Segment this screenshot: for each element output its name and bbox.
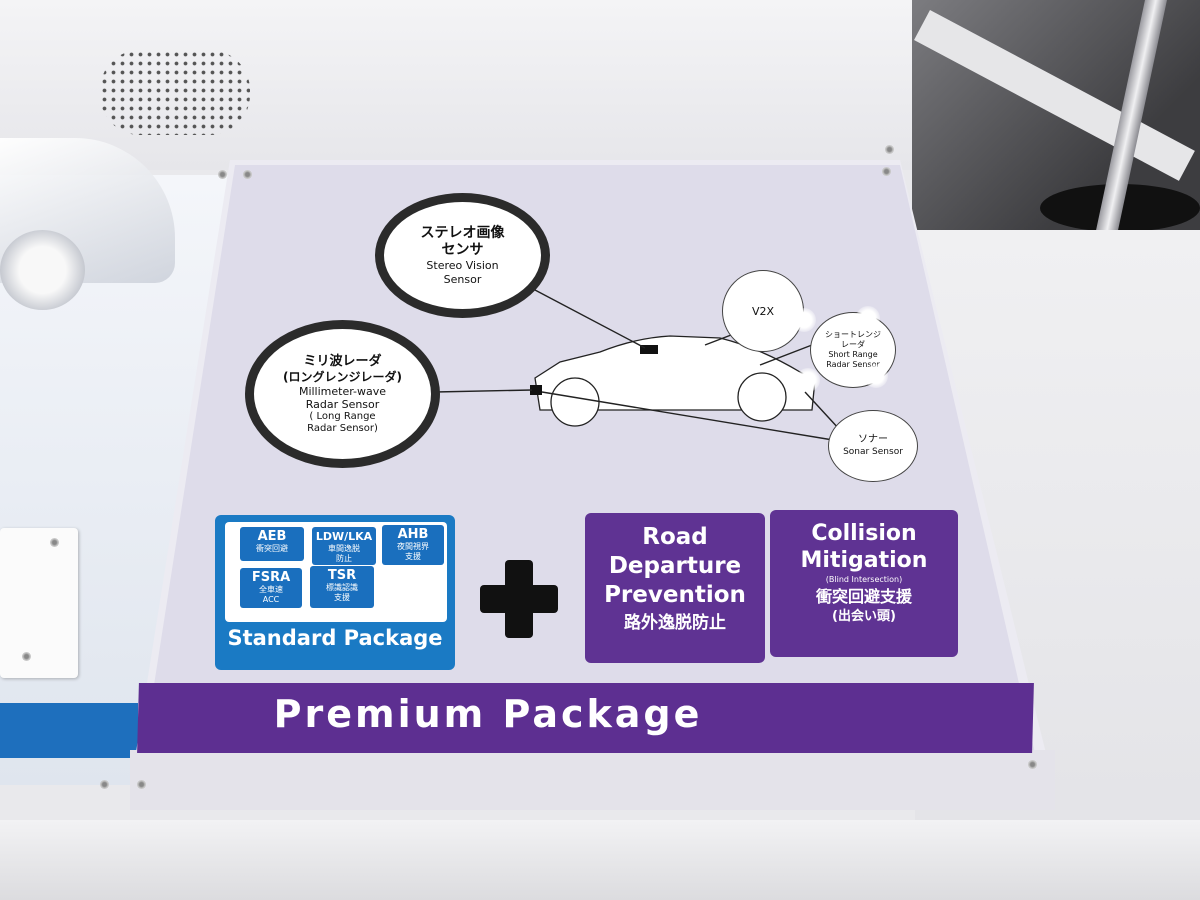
- stereo-en-1: Stereo Vision: [426, 258, 499, 272]
- tsr-tile: TSR 標識認識 支援: [310, 566, 374, 608]
- collision-jp-2: (出会い頭): [832, 609, 896, 624]
- fsra-sub2: ACC: [262, 595, 280, 604]
- radar-marker: [530, 385, 542, 395]
- short-range-jp-1: ショートレンジ: [825, 330, 881, 339]
- short-range-en-1: Short Range: [828, 350, 878, 359]
- short-range-en-2: Radar Sensor: [826, 360, 880, 369]
- stereo-jp-1: ステレオ画像: [420, 224, 505, 241]
- v2x-bubble: V2X: [722, 270, 804, 352]
- aeb-tile: AEB 衝突回避: [240, 527, 304, 561]
- stereo-vision-bubble: ステレオ画像 センサ Stereo Vision Sensor: [375, 193, 550, 318]
- radar-jp-2: (ロングレンジレーダ): [283, 369, 402, 384]
- screw: [1028, 760, 1037, 769]
- road-departure-box: Road Departure Prevention 路外逸脱防止: [585, 513, 765, 663]
- aeb-sub: 衝突回避: [256, 544, 288, 553]
- leader-lines: [434, 289, 841, 441]
- car-outline: [534, 335, 816, 427]
- screw: [50, 538, 59, 547]
- road-departure-line1: Road: [642, 524, 708, 550]
- ahb-tile: AHB 夜間視界 支援: [382, 525, 444, 565]
- light-glare: [864, 364, 888, 388]
- tsr-title: TSR: [327, 568, 357, 583]
- collision-line1: Collision: [811, 521, 917, 546]
- collision-mitigation-box: Collision Mitigation (Blind Intersection…: [770, 510, 958, 657]
- radar-en-1: Millimeter-wave: [298, 384, 387, 398]
- road-departure-line2: Departure: [608, 553, 742, 579]
- ahb-sub2: 支援: [405, 552, 421, 561]
- standard-package-label: Standard Package: [227, 626, 443, 650]
- screw: [218, 170, 227, 179]
- screw: [885, 145, 894, 154]
- screw: [100, 780, 109, 789]
- sonar-en: Sonar Sensor: [843, 447, 903, 457]
- sonar-jp: ソナー: [858, 434, 888, 445]
- ldw-lka-title: LDW/LKA: [315, 530, 373, 543]
- fsra-sub1: 全車速: [259, 585, 283, 594]
- aeb-title: AEB: [257, 529, 287, 544]
- stereo-en-2: Sensor: [443, 272, 482, 286]
- radar-en-3: ( Long Range: [309, 410, 376, 422]
- fsra-tile: FSRA 全車速 ACC: [240, 568, 302, 608]
- v2x-label: V2X: [751, 304, 775, 318]
- tsr-sub2: 支援: [334, 593, 350, 602]
- screw: [137, 780, 146, 789]
- radar-en-2: Radar Sensor: [305, 397, 380, 411]
- radar-jp-1: ミリ波レーダ: [303, 353, 382, 369]
- tsr-sub1: 標識認識: [326, 583, 358, 592]
- ldw-lka-sub1: 車間逸脱: [328, 544, 360, 553]
- short-range-jp-2: レーダ: [841, 340, 865, 349]
- fsra-title: FSRA: [251, 570, 291, 585]
- ldw-lka-sub2: 防止: [336, 554, 352, 563]
- car-model-wheel: [0, 230, 85, 310]
- ahb-sub1: 夜間視界: [397, 542, 429, 551]
- light-glare: [796, 368, 820, 392]
- collision-line2: Mitigation: [800, 548, 928, 573]
- light-glare: [792, 308, 816, 332]
- millimeter-radar-bubble: ミリ波レーダ (ロングレンジレーダ) Millimeter-wave Radar…: [245, 320, 440, 468]
- road-departure-line3: Prevention: [604, 582, 746, 608]
- ahb-title: AHB: [397, 527, 429, 542]
- light-glare: [856, 306, 880, 330]
- radar-en-4: Radar Sensor): [307, 422, 378, 434]
- left-blue-band: [0, 703, 138, 758]
- premium-package-label: Premium Package: [273, 692, 703, 736]
- board-bottom-strip: [130, 750, 1055, 810]
- speaker-grille: [100, 50, 250, 135]
- stereo-jp-2: センサ: [441, 241, 484, 258]
- plus-icon-bar: [480, 585, 558, 613]
- screw: [243, 170, 252, 179]
- collision-jp-1: 衝突回避支援: [815, 587, 912, 606]
- screw: [882, 167, 891, 176]
- table-front-edge: [0, 820, 1200, 900]
- screw: [22, 652, 31, 661]
- left-info-plate: [0, 528, 78, 678]
- camera-marker: [640, 345, 658, 354]
- sonar-bubble: ソナー Sonar Sensor: [828, 410, 918, 482]
- ldw-lka-tile: LDW/LKA 車間逸脱 防止: [312, 527, 376, 565]
- road-departure-jp: 路外逸脱防止: [624, 613, 726, 633]
- collision-note: (Blind Intersection): [825, 575, 903, 584]
